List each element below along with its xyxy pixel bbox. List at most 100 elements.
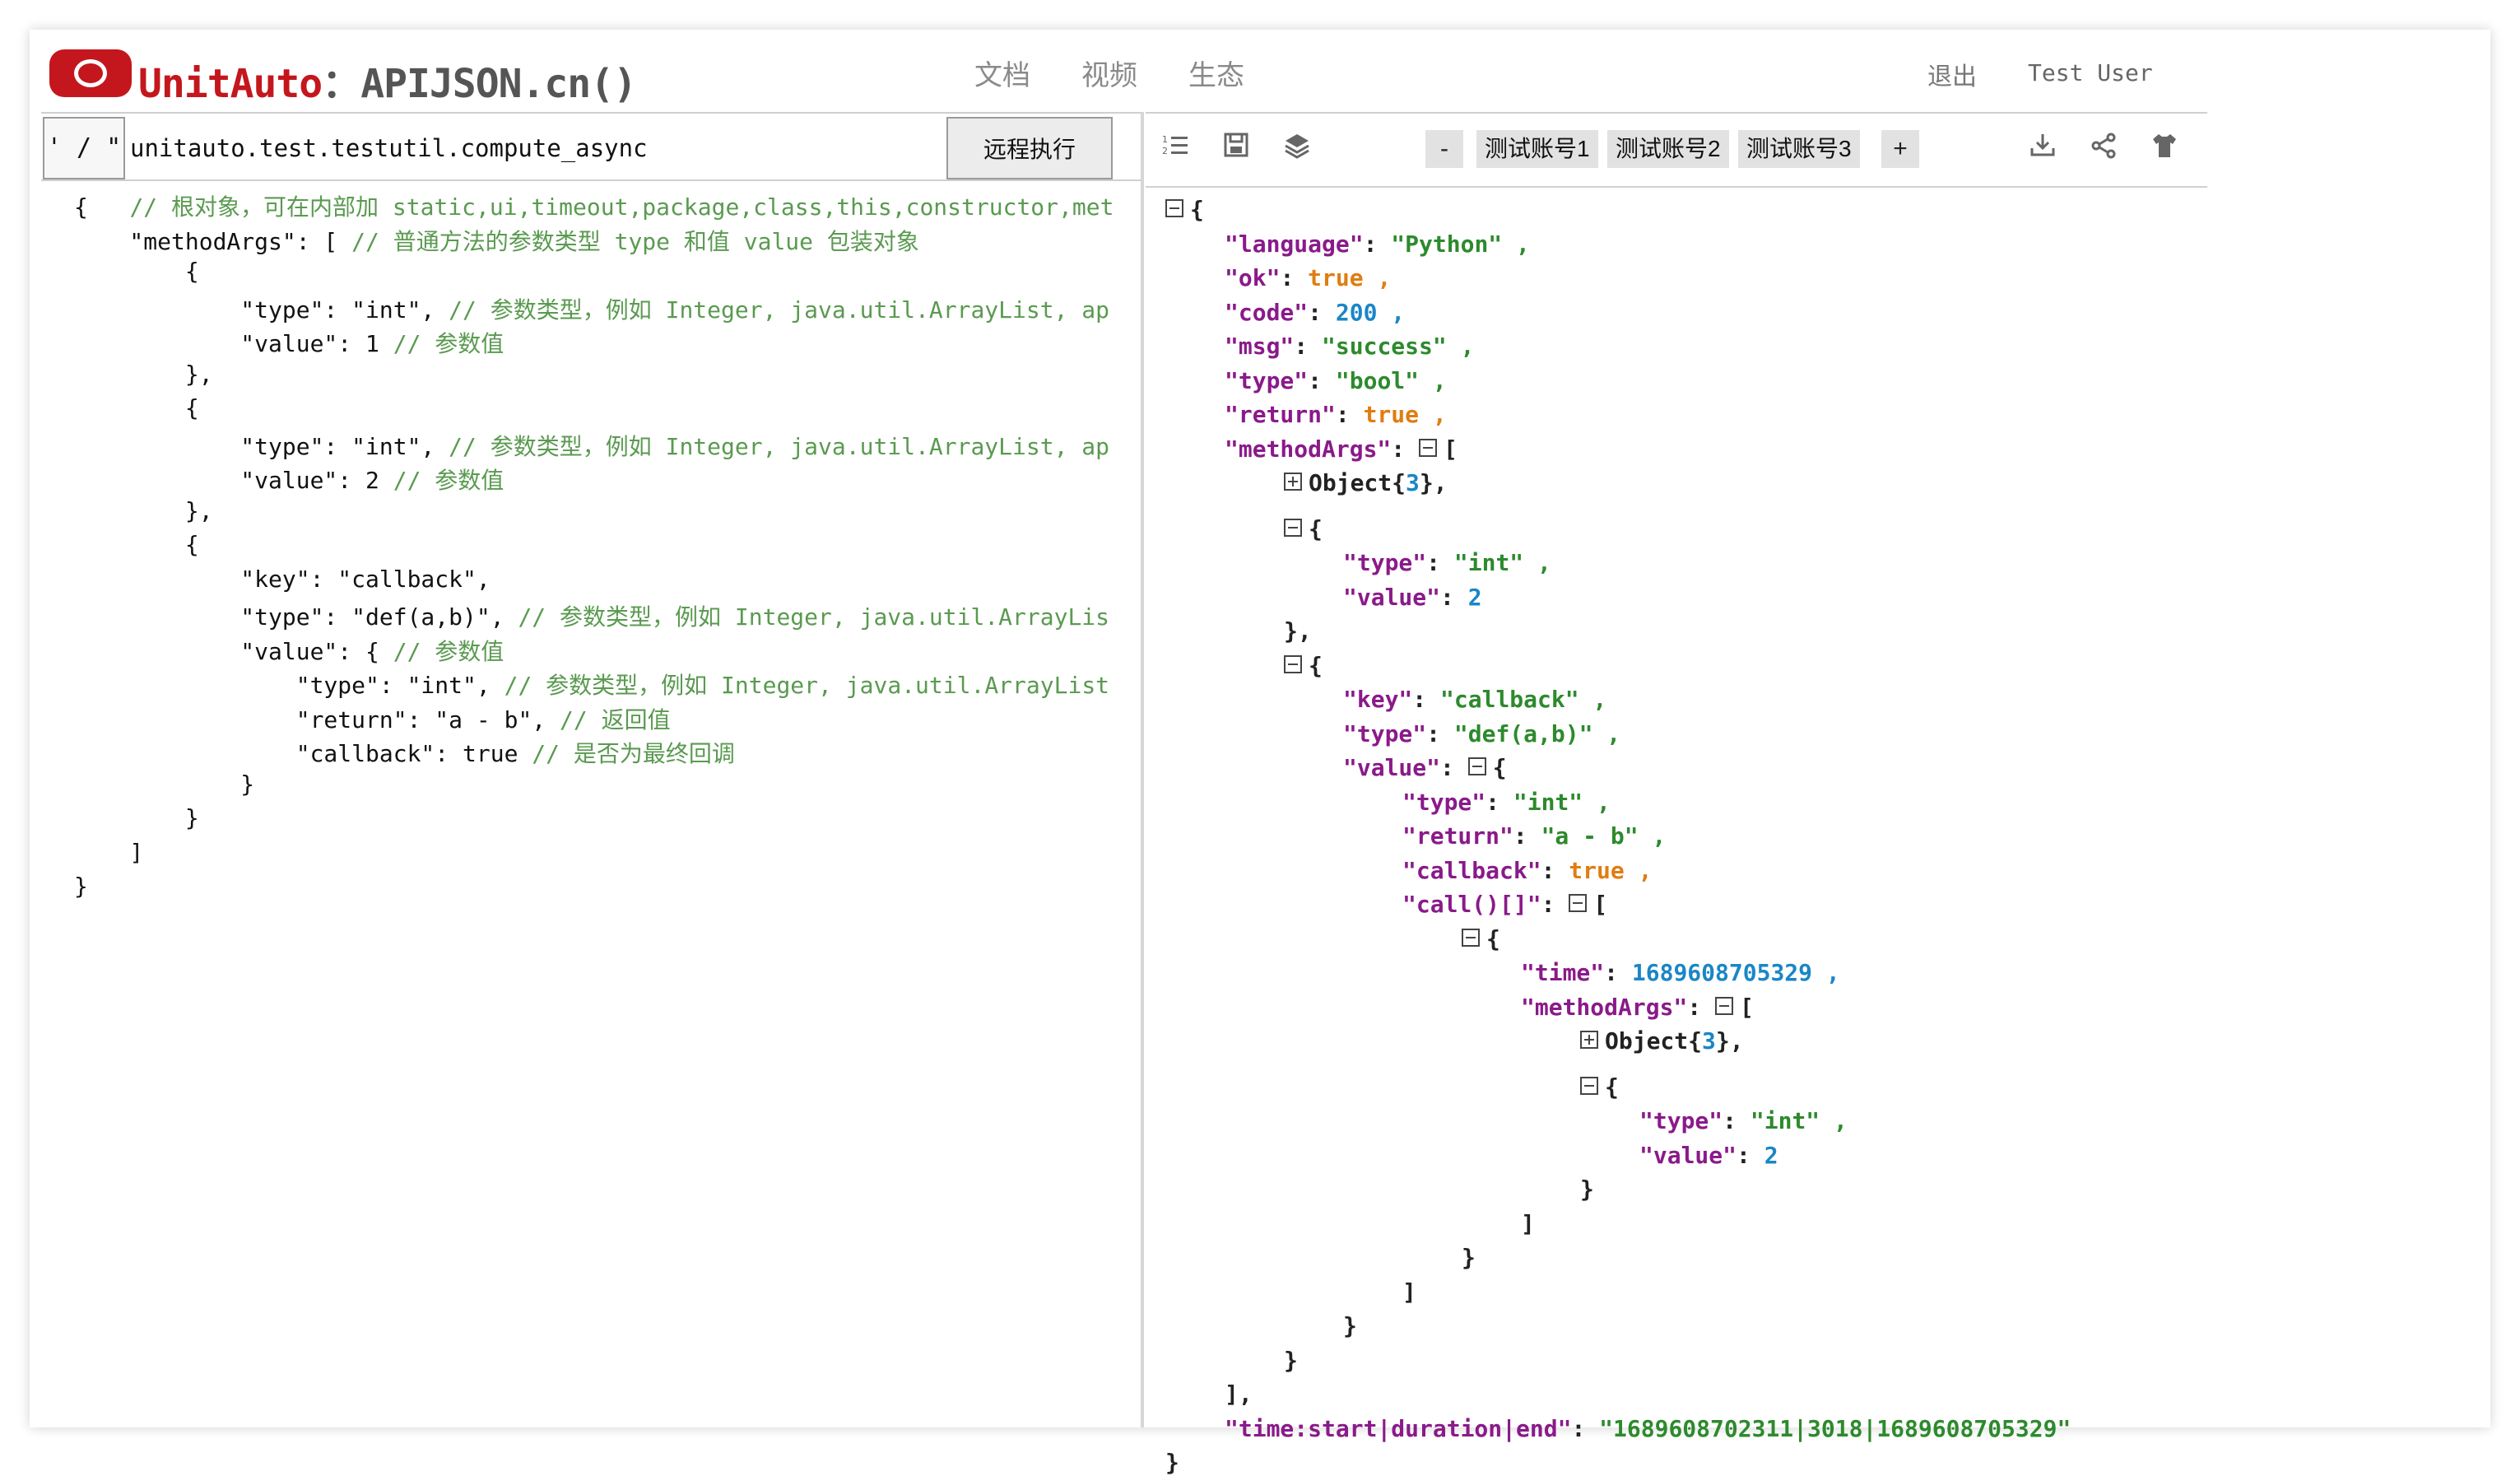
json-punct: : xyxy=(1412,686,1441,713)
logout-link[interactable]: 退出 xyxy=(1927,63,1977,91)
json-punct: : xyxy=(1541,891,1569,918)
quote-toggle-button[interactable]: ' / " xyxy=(43,117,125,179)
code-text: "type": "int", xyxy=(74,672,504,699)
account-tab-3[interactable]: 测试账号3 xyxy=(1738,130,1860,168)
code-text: } xyxy=(74,770,255,798)
user-name[interactable]: Test User xyxy=(2028,59,2153,86)
code-line: "type": "def(a,b)", // 参数类型，例如 Integer, … xyxy=(74,599,1109,632)
json-line: "return": "a - b" , xyxy=(1402,822,1666,850)
remote-run-button[interactable]: 远程执行 xyxy=(946,117,1113,179)
code-comment: // 普通方法的参数类型 type 和值 value 包装对象 xyxy=(351,227,919,255)
json-string: , xyxy=(1583,788,1611,816)
json-line: "type": "int" , xyxy=(1639,1107,1848,1134)
nav-videos[interactable]: 视频 xyxy=(1081,60,1137,91)
json-string: "bool" xyxy=(1335,366,1420,394)
json-line: "time:start|duration|end": "168960870231… xyxy=(1225,1415,2071,1442)
logo-icon[interactable] xyxy=(49,49,132,97)
nav-ecosystem[interactable]: 生态 xyxy=(1188,60,1244,91)
share-icon[interactable] xyxy=(2087,132,2120,165)
nav-docs[interactable]: 文档 xyxy=(974,60,1030,91)
account-add-button[interactable]: + xyxy=(1881,130,1919,168)
json-line: } xyxy=(1165,1449,1179,1476)
json-string: "success" xyxy=(1322,333,1447,360)
json-punct: : xyxy=(1541,856,1569,884)
json-key: "ok" xyxy=(1225,264,1281,291)
brand-title[interactable]: UnitAuto：APIJSON.cn() xyxy=(138,51,637,109)
code-line: }, xyxy=(74,497,213,524)
json-key: "type" xyxy=(1639,1107,1723,1134)
expand-toggle-icon[interactable] xyxy=(1284,473,1302,491)
json-punct: { xyxy=(1309,515,1323,542)
json-key: "value" xyxy=(1343,754,1441,781)
json-key: "type" xyxy=(1225,366,1309,394)
collapse-toggle-icon[interactable] xyxy=(1284,518,1302,537)
shirt-icon[interactable] xyxy=(2148,132,2181,165)
json-number: , xyxy=(1812,959,1840,986)
json-key: "methodArgs" xyxy=(1225,435,1392,463)
account-tab-1[interactable]: 测试账号1 xyxy=(1476,130,1598,168)
collapse-toggle-icon[interactable] xyxy=(1284,654,1302,673)
json-line: "type": "bool" , xyxy=(1225,367,1447,394)
code-comment: // 参数值 xyxy=(393,330,504,357)
json-string: , xyxy=(1523,549,1551,576)
json-string: "int" xyxy=(1453,549,1524,576)
app-window: UnitAuto：APIJSON.cn() 文档 视频 生态 退出 Test U… xyxy=(30,30,2490,1476)
json-string: , xyxy=(1592,719,1621,747)
download-icon[interactable] xyxy=(2026,132,2059,165)
account-remove-button[interactable]: - xyxy=(1425,130,1463,168)
json-punct: : xyxy=(1335,401,1364,428)
header: UnitAuto：APIJSON.cn() 文档 视频 生态 退出 Test U… xyxy=(30,30,2490,112)
json-line: "time": 1689608705329 , xyxy=(1521,959,1840,986)
json-string: , xyxy=(1638,822,1667,850)
json-punct: : xyxy=(1440,583,1468,611)
brand-name: UnitAuto xyxy=(138,61,323,107)
layers-icon[interactable] xyxy=(1281,132,1313,165)
code-comment: // 参数类型，例如 Integer, java.util.ArrayList,… xyxy=(449,296,1110,324)
code-comment: // 参数类型，例如 Integer, java.util.ArrayLis xyxy=(518,603,1110,631)
json-punct: { xyxy=(1492,754,1507,781)
json-key: "time" xyxy=(1521,959,1605,986)
pane-divider[interactable] xyxy=(1141,112,1144,1427)
json-string: "callback" xyxy=(1440,686,1579,713)
json-punct: } xyxy=(1165,1449,1179,1476)
collapse-toggle-icon[interactable] xyxy=(1419,438,1438,457)
json-punct: Object{ xyxy=(1605,1027,1703,1055)
expand-toggle-icon[interactable] xyxy=(1580,1031,1598,1049)
save-icon[interactable] xyxy=(1220,132,1253,165)
code-text: "value": { xyxy=(74,637,393,665)
json-punct: Object{ xyxy=(1309,469,1406,496)
collapse-toggle-icon[interactable] xyxy=(1462,928,1480,947)
json-line: } xyxy=(1580,1176,1594,1203)
json-punct: { xyxy=(1605,1073,1619,1101)
method-url-input[interactable] xyxy=(130,117,978,179)
json-key: "value" xyxy=(1343,583,1441,611)
json-line: "code": 200 , xyxy=(1225,299,1405,326)
collapse-toggle-icon[interactable] xyxy=(1467,757,1486,775)
code-comment: // 参数值 xyxy=(393,467,504,494)
collapse-toggle-icon[interactable] xyxy=(1715,996,1734,1015)
account-tab-2[interactable]: 测试账号2 xyxy=(1607,130,1729,168)
code-line: "methodArgs": [ // 普通方法的参数类型 type 和值 val… xyxy=(74,224,919,257)
code-text: { xyxy=(74,394,199,421)
json-line: }, xyxy=(1284,617,1312,645)
json-punct: }, xyxy=(1284,617,1312,645)
response-viewer[interactable]: {"language": "Python" ,"ok": true ,"code… xyxy=(1146,188,2207,1476)
json-punct: } xyxy=(1284,1346,1298,1374)
collapse-toggle-icon[interactable] xyxy=(1569,894,1588,912)
json-number: 1689608705329 xyxy=(1631,959,1813,986)
json-punct: : xyxy=(1280,264,1309,291)
code-text: "type": "int", xyxy=(74,432,449,460)
json-punct: : xyxy=(1440,754,1468,781)
code-comment: // 参数类型，例如 Integer, java.util.ArrayList xyxy=(504,672,1110,699)
json-line: } xyxy=(1343,1312,1357,1339)
code-text: { xyxy=(74,193,130,221)
json-number: 200 xyxy=(1335,298,1378,326)
json-boolean: , xyxy=(1624,856,1653,884)
collapse-toggle-icon[interactable] xyxy=(1580,1076,1598,1095)
json-line: "value": 2 xyxy=(1343,584,1482,611)
json-punct: [ xyxy=(1444,435,1458,463)
json-punct: }, xyxy=(1715,1027,1744,1055)
request-editor[interactable]: { // 根对象，可在内部加 static,ui,timeout,package… xyxy=(41,181,1141,1427)
collapse-toggle-icon[interactable] xyxy=(1165,199,1183,217)
